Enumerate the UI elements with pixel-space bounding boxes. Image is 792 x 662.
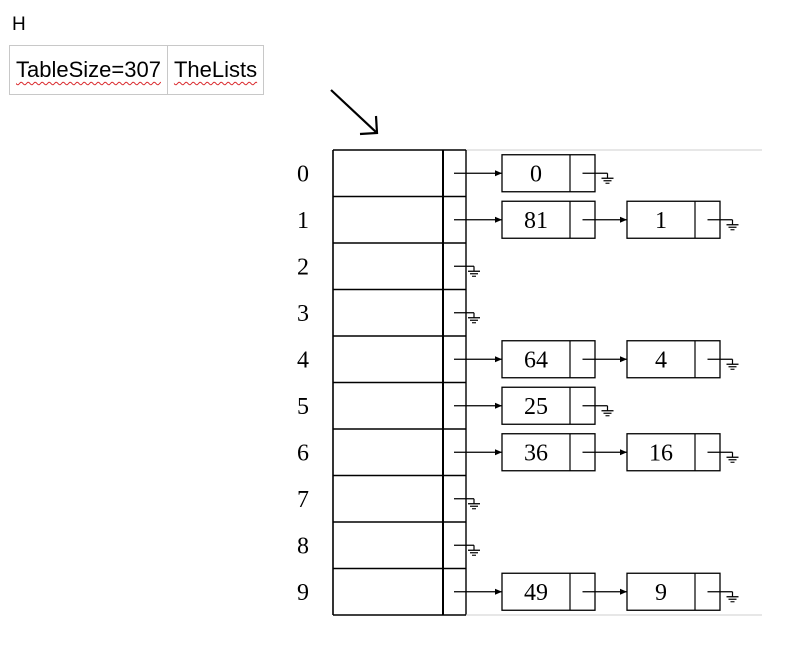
table-size-field: TableSize=307: [9, 45, 168, 95]
bucket-index-label: 7: [297, 487, 309, 513]
node-value: 9: [655, 580, 667, 606]
node-box: [501, 433, 596, 472]
bucket-index-label: 2: [297, 254, 309, 280]
the-lists-field: TheLists: [166, 45, 265, 95]
list-node: 1: [626, 200, 739, 239]
bucket-index-label: 1: [297, 208, 309, 234]
list-node: 49: [501, 572, 627, 611]
bucket-index-label: 8: [297, 533, 309, 559]
list-node: 81: [501, 200, 627, 239]
node-box: [501, 386, 596, 425]
node-value: 1: [655, 208, 667, 234]
bucket-index-label: 4: [297, 347, 309, 373]
bucket-chain: [454, 265, 480, 277]
bucket-chain: [454, 312, 480, 324]
node-box: [626, 433, 721, 472]
node-value: 64: [524, 347, 548, 373]
bucket-chain: 0: [454, 154, 614, 193]
list-node: 4: [626, 340, 739, 379]
bucket-chain: 36 16: [454, 433, 739, 472]
bucket-index-label: 3: [297, 301, 309, 327]
node-box: [626, 200, 721, 239]
null-ground-icon: [468, 498, 480, 510]
node-value: 25: [524, 394, 548, 420]
bucket-index-label: 5: [297, 394, 309, 420]
bucket-index-label: 9: [297, 580, 309, 606]
list-node: 36: [501, 433, 627, 472]
node-box: [501, 572, 596, 611]
node-value: 16: [649, 440, 673, 466]
list-node: 64: [501, 340, 627, 379]
node-value: 49: [524, 580, 548, 606]
node-box: [626, 340, 721, 379]
list-node: 0: [501, 154, 614, 193]
bucket-array: 0 1 2 3 4 5 6 7 8 9: [297, 149, 762, 616]
list-node: 9: [626, 572, 739, 611]
null-ground-icon: [726, 452, 739, 463]
bucket-chain: 81 1: [454, 200, 739, 239]
bucket-index-label: 6: [297, 440, 309, 466]
node-box: [501, 340, 596, 379]
node-value: 36: [524, 440, 548, 466]
table-size-label: TableSize=307: [16, 57, 161, 82]
bucket-chain: [454, 498, 480, 510]
node-box: [626, 572, 721, 611]
chain-lists: 0 81 1 64 4 25 36 16 49 9: [454, 154, 739, 611]
the-lists-label: TheLists: [173, 57, 258, 82]
bucket-chain: [454, 544, 480, 556]
node-box: [501, 200, 596, 239]
struct-name: H: [12, 14, 26, 35]
node-box: [501, 154, 596, 193]
null-ground-icon: [601, 173, 614, 184]
null-ground-icon: [601, 405, 614, 417]
null-ground-icon: [468, 312, 480, 324]
null-ground-icon: [726, 591, 739, 603]
null-ground-icon: [468, 266, 480, 277]
null-ground-icon: [468, 545, 480, 556]
node-value: 81: [524, 208, 548, 234]
node-value: 4: [655, 347, 667, 373]
null-ground-icon: [726, 219, 739, 231]
list-node: 25: [501, 386, 614, 425]
thelists-pointer-arrow: [330, 89, 379, 136]
list-node: 16: [626, 433, 739, 472]
bucket-chain: 64 4: [454, 340, 739, 379]
bucket-chain: 25: [454, 386, 614, 425]
node-value: 0: [530, 161, 542, 187]
null-ground-icon: [726, 359, 739, 370]
bucket-chain: 49 9: [454, 572, 739, 611]
struct-table: TableSize=307 TheLists: [9, 45, 265, 95]
bucket-index-label: 0: [297, 161, 309, 187]
